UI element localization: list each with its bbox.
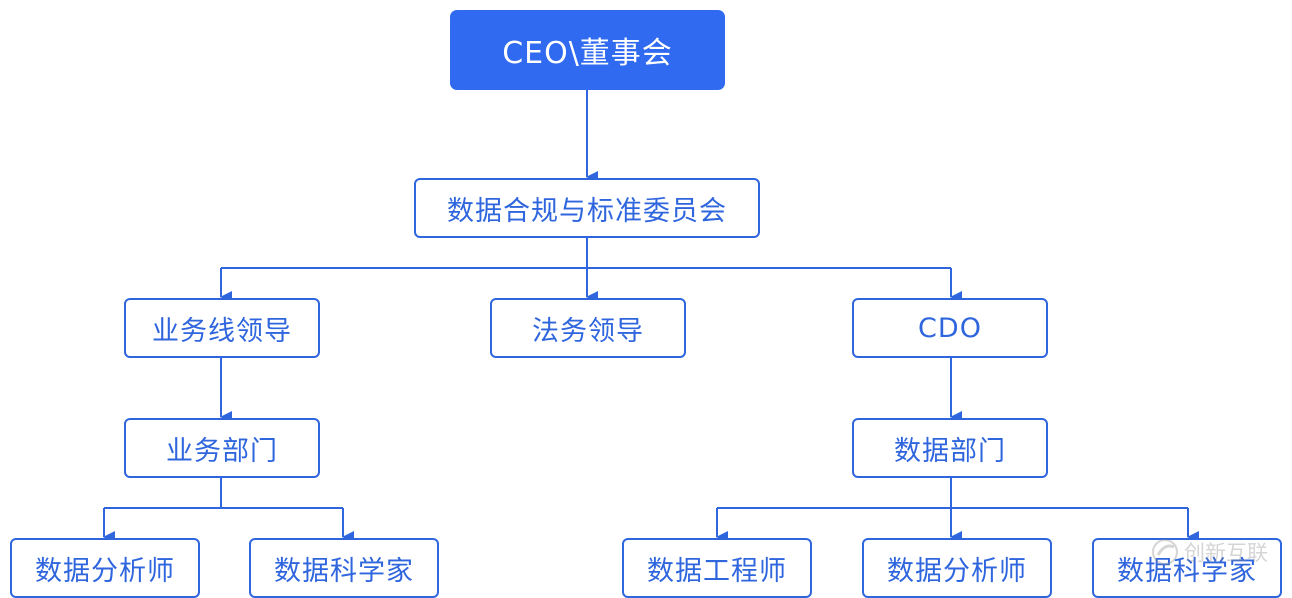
- node-data-analyst: 数据分析师: [862, 538, 1052, 598]
- node-biz-data-scientist: 数据科学家: [249, 538, 439, 598]
- node-data-dept: 数据部门: [852, 418, 1048, 478]
- watermark-text: 创新互联: [1184, 541, 1268, 565]
- node-ceo-board: CEO\董事会: [450, 10, 725, 90]
- connector-layer: [103, 90, 1199, 543]
- node-data-engineer: 数据工程师: [622, 538, 812, 598]
- watermark: 创新互联: [1150, 532, 1286, 572]
- node-biz-data-analyst: 数据分析师: [10, 538, 200, 598]
- node-business-line-lead: 业务线领导: [124, 298, 320, 358]
- swirl-logo-icon: [1152, 539, 1178, 565]
- node-legal-lead: 法务领导: [490, 298, 686, 358]
- node-business-dept: 业务部门: [124, 418, 320, 478]
- node-cdo: CDO: [852, 298, 1048, 358]
- node-compliance-committee: 数据合规与标准委员会: [414, 178, 760, 238]
